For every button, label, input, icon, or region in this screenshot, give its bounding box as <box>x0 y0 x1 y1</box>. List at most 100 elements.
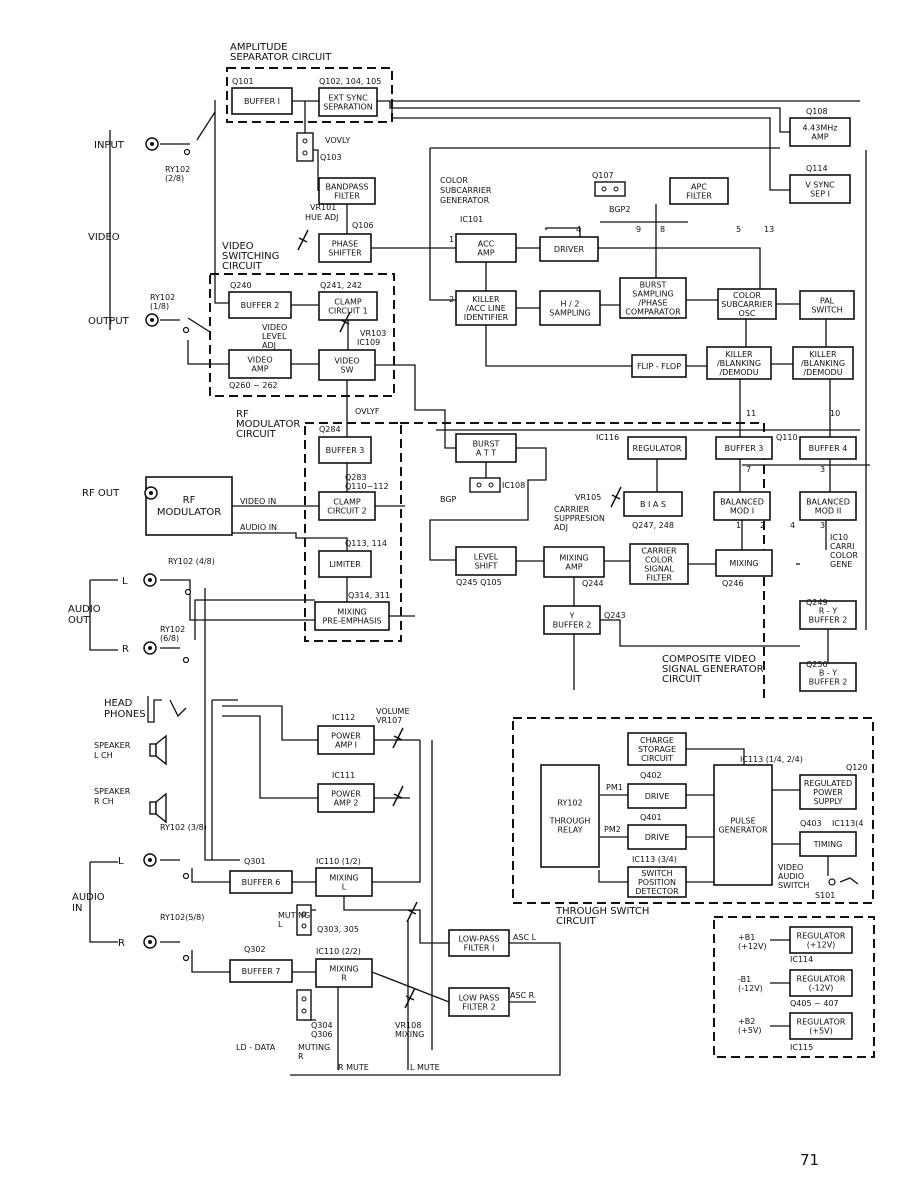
label-q304: Q304 <box>311 1021 333 1030</box>
label-q240: Q240 <box>230 281 252 290</box>
wire <box>598 247 761 289</box>
dashed-regions <box>209 67 875 1058</box>
block-outline <box>717 288 777 320</box>
block-label: STORAGE <box>638 745 676 754</box>
block-label: BURST <box>640 281 667 290</box>
block-label: 4.43MHz <box>803 124 838 133</box>
block-label: PAL <box>820 297 835 306</box>
block-label: DRIVE <box>645 833 670 842</box>
block-label: MOD II <box>815 507 842 516</box>
jack-icon <box>145 313 159 327</box>
label-audio-in-lbl: AUDIO IN <box>240 523 277 532</box>
jack-icon <box>143 573 157 587</box>
block-label: B - Y <box>819 669 837 678</box>
label-q301: Q301 <box>244 857 266 866</box>
label-ry102-68: (6/8) <box>160 634 179 643</box>
label-muting-l: MUTING <box>278 911 310 920</box>
label-ic116: IC116 <box>596 433 619 442</box>
wire <box>372 740 421 883</box>
label-b1m: -B1 <box>738 975 751 984</box>
label-ic110b: IC110 (2/2) <box>316 947 361 956</box>
label-r-mute: R MUTE <box>338 1063 369 1072</box>
wire <box>313 149 319 191</box>
label-q241: Q241, 242 <box>320 281 362 290</box>
label-carrier-sup: SUPPRESION <box>554 514 605 523</box>
block-label: BANDPASS <box>325 183 368 192</box>
label-q402: Q402 <box>640 771 662 780</box>
label-b1m: (-12V) <box>738 984 763 993</box>
block-outline <box>318 491 376 521</box>
wire <box>194 599 315 640</box>
label-video-level: VIDEO <box>262 323 287 332</box>
block-label: KILLER <box>725 350 753 359</box>
block-label: AMP <box>565 563 582 572</box>
pin-number: 1 <box>736 521 741 530</box>
label-ry102-68: RY102 <box>160 625 185 634</box>
block-outline <box>669 177 729 205</box>
block-outline <box>455 433 517 463</box>
block-outline <box>318 87 378 117</box>
block-outline <box>318 550 372 578</box>
block-label: TIMING <box>813 840 843 849</box>
label-q244: Q244 <box>582 579 604 588</box>
video-label: VIDEO <box>88 232 120 243</box>
block-label: CHARGE <box>640 736 674 745</box>
wire <box>600 619 800 647</box>
block-label: /PHASE <box>638 299 667 308</box>
pin-number: 5 <box>736 225 741 234</box>
block-outline <box>715 549 773 577</box>
label-ic109: IC109 <box>357 338 380 347</box>
label-q107: Q107 <box>592 171 614 180</box>
block-label: IDENTIFIER <box>464 313 509 322</box>
block-label: REGULATOR <box>797 1018 846 1027</box>
block-label: SIGNAL <box>644 565 674 574</box>
through-switch-title: CIRCUIT <box>556 916 597 927</box>
label-video-in: VIDEO IN <box>240 497 276 506</box>
block-outline <box>448 987 510 1017</box>
label-volume: VR107 <box>376 716 402 725</box>
block-label: DRIVER <box>554 245 585 254</box>
label-ic113a: IC113 (1/4, 2/4) <box>740 755 803 764</box>
block-label: FILTER <box>334 192 360 201</box>
wire <box>444 424 456 449</box>
jack-icon <box>145 137 159 151</box>
block-label: R <box>341 974 347 983</box>
label-vr105: VR105 <box>575 493 601 502</box>
block-label: BUFFER 2 <box>553 621 592 630</box>
block-label: BUFFER 2 <box>241 301 280 310</box>
relay-contact-icon <box>182 656 190 664</box>
label-ry102-38: RY102 (3/8) <box>160 823 207 832</box>
pin-number: 3 <box>820 521 825 530</box>
label-s101: S101 <box>815 891 835 900</box>
label-bgp2: BGP2 <box>609 205 630 214</box>
block-outline <box>145 476 233 536</box>
block-killer-bd2: KILLER/BLANKING/DEMODU <box>792 346 854 380</box>
block-label: POWER <box>331 732 361 741</box>
label-vas: VIDEO <box>778 863 803 872</box>
pin-number: 7 <box>746 465 751 474</box>
variable-resistor-icon <box>610 486 622 508</box>
label-q246: Q246 <box>722 579 744 588</box>
block-buffer6: BUFFER 6 <box>229 870 293 894</box>
block-outline <box>715 436 773 460</box>
block-label: SWITCH <box>811 306 842 315</box>
block-outline <box>315 958 373 988</box>
label-ld-data: LD - DATA <box>236 1043 276 1052</box>
rf-modulator-title: CIRCUIT <box>236 429 277 440</box>
variable-resistor-icon <box>404 987 416 1009</box>
wire <box>204 588 240 861</box>
block-label: SUBCARRIER <box>721 300 773 309</box>
block-outline <box>318 177 376 205</box>
block-outline <box>448 929 510 957</box>
block-label: /BLANKING <box>801 359 845 368</box>
